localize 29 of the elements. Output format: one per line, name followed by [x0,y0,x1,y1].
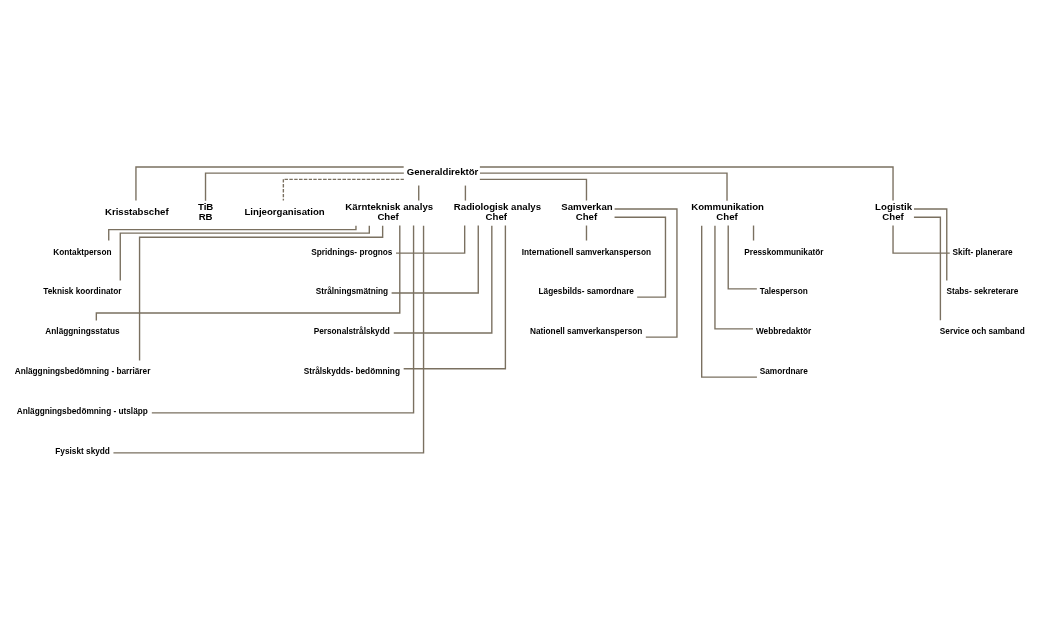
connector [913,216,942,321]
connector [613,207,678,338]
connector [119,224,370,281]
connector [479,178,588,201]
node-text: Krisstabschef [104,205,169,217]
connector [479,165,894,201]
connector [390,224,479,294]
connector [613,216,667,298]
connector [204,171,405,201]
node-text: Kommunikation Chef [691,200,764,222]
node-text: Linjeorganisation [244,205,325,217]
node-text: Kärnteknisk analys Chef [345,200,434,222]
connector [403,224,507,369]
connector [138,224,384,361]
connector [135,165,405,201]
node-text: Logistik Chef [875,200,913,222]
connector [282,178,405,201]
node-text: Generaldirektör [406,165,479,177]
connector [395,224,466,254]
connector [151,224,415,414]
node-text: Radiologisk analys Chef [453,200,542,222]
node-text: TiB RB [197,200,214,222]
connector [479,171,728,201]
connector [393,224,493,334]
node-text: Samverkan Chef [561,200,613,222]
connector [112,224,425,454]
connector [913,207,948,281]
connector [892,224,951,254]
connector [108,224,357,241]
